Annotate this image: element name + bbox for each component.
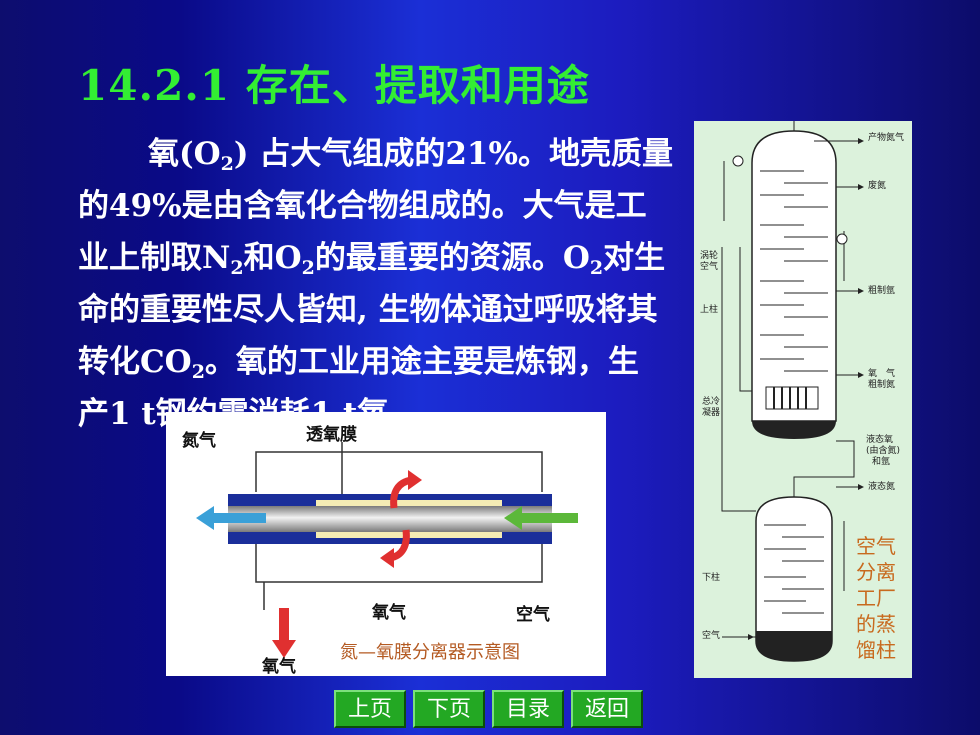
- label-upper-column: 上柱: [700, 305, 719, 315]
- arrow-heads: [748, 138, 864, 640]
- text-line-3: 业上制取N2和O2的最重要的资源。O2对生: [78, 232, 690, 284]
- air-arrow-shaft: [518, 513, 578, 523]
- membrane-separator-diagram: 氮气 透氧膜 氧气 空气 氧气 氮—氧膜分离器示意图: [166, 412, 606, 677]
- column-side-title: 空气分离工厂的蒸馏柱: [856, 534, 896, 662]
- liquid-oxygen-sump: [752, 421, 836, 439]
- subscript: 2: [230, 257, 244, 279]
- toc-button[interactable]: 目录: [492, 690, 564, 728]
- label-condenser-2: 凝器: [702, 408, 721, 418]
- distillation-column-diagram: 产物氮气 废氮 涡轮 空气 上柱 粗制氩 氧 气 粗制氮 总冷 凝器 液态氧 (…: [694, 121, 912, 678]
- text-line-2: 的49%是由含氧化合物组成的。大气是工: [78, 188, 647, 224]
- subscript: 2: [589, 257, 604, 279]
- nitrogen-arrow-head: [196, 506, 214, 530]
- membrane-drawing: [196, 442, 578, 658]
- label-oxygen-2: 粗制氮: [868, 380, 896, 390]
- label-waste-n2: 废氮: [868, 181, 887, 191]
- top-gas-line: [255, 451, 543, 492]
- text-span: 的最重要的资源。O: [314, 240, 590, 276]
- label-product-n2: 产物氮气: [868, 133, 905, 143]
- label-liquid-o2-2: (由含氮): [866, 446, 901, 456]
- oxygen-out-arrow-head: [272, 640, 296, 658]
- text-line-1: 氧(O2) 占大气组成的21%。地壳质量: [78, 128, 690, 180]
- condenser-tube-lines: [773, 387, 807, 409]
- label-liquid-o2-3: 和氩: [872, 457, 891, 467]
- text-span: 氧(O: [148, 136, 221, 172]
- text-span: 。氧的工业用途主要是炼钢，生: [204, 344, 639, 380]
- slide-navigation: 上页 下页 目录 返回: [334, 690, 643, 730]
- text-span: 转化CO: [78, 344, 192, 380]
- label-lower-column: 下柱: [702, 573, 721, 583]
- subscript: 2: [191, 361, 205, 383]
- nitrogen-label: 氮气: [182, 431, 216, 451]
- oxygen-out-arrow-shaft: [279, 608, 289, 642]
- label-liquid-o2-1: 液态氧: [866, 435, 894, 445]
- valve-top: [732, 155, 744, 167]
- upper-column-body: [751, 130, 837, 422]
- upper-trays: [760, 170, 828, 372]
- label-oxygen-1: 氧 气: [868, 369, 896, 379]
- subscript: 2: [301, 257, 315, 279]
- text-span: 业上制取N: [78, 240, 231, 276]
- label-condenser-1: 总冷: [702, 397, 721, 407]
- nitrogen-arrow-shaft: [210, 513, 266, 523]
- text-span: 对生: [603, 240, 666, 276]
- label-crude-ar: 粗制氩: [868, 286, 896, 296]
- text-line-4: 命的重要性尽人皆知, 生物体通过呼吸将其: [78, 292, 658, 328]
- lower-trays: [764, 524, 824, 614]
- oxygen-out-label: 氧气: [262, 657, 296, 677]
- text-span: ) 占大气组成的21%。地壳质量: [233, 136, 673, 172]
- valve-right: [836, 233, 848, 245]
- label-liquid-n2: 液态氮: [868, 482, 896, 492]
- label-air-in: 空气: [702, 631, 721, 641]
- column-drawing: [721, 121, 864, 662]
- next-page-button[interactable]: 下页: [413, 690, 485, 728]
- lower-sump: [756, 631, 832, 661]
- membrane-caption: 氮—氧膜分离器示意图: [340, 642, 520, 663]
- oxygen-label: 氧气: [372, 603, 406, 623]
- air-arrow-head: [504, 506, 522, 530]
- text-line-5: 转化CO2。氧的工业用途主要是炼钢，生: [78, 336, 690, 388]
- back-button[interactable]: 返回: [571, 690, 643, 728]
- text-span: 和O: [243, 240, 302, 276]
- air-label: 空气: [516, 605, 550, 625]
- body-paragraph: 氧(O2) 占大气组成的21%。地壳质量 的49%是由含氧化合物组成的。大气是工…: [78, 128, 690, 440]
- tube-inner: [228, 506, 552, 532]
- bottom-gas-line: [255, 542, 543, 583]
- piping: [721, 121, 862, 638]
- membrane-label: 透氧膜: [306, 425, 357, 445]
- subscript: 2: [220, 153, 234, 175]
- label-turbine-air-1: 涡轮: [700, 251, 719, 261]
- oxygen-up-arrow-head: [408, 470, 422, 490]
- prev-page-button[interactable]: 上页: [334, 690, 406, 728]
- slide-title: 14.2.1 存在、提取和用途: [78, 61, 590, 110]
- oxygen-down-arrow-head: [380, 548, 394, 568]
- label-turbine-air-2: 空气: [700, 262, 719, 272]
